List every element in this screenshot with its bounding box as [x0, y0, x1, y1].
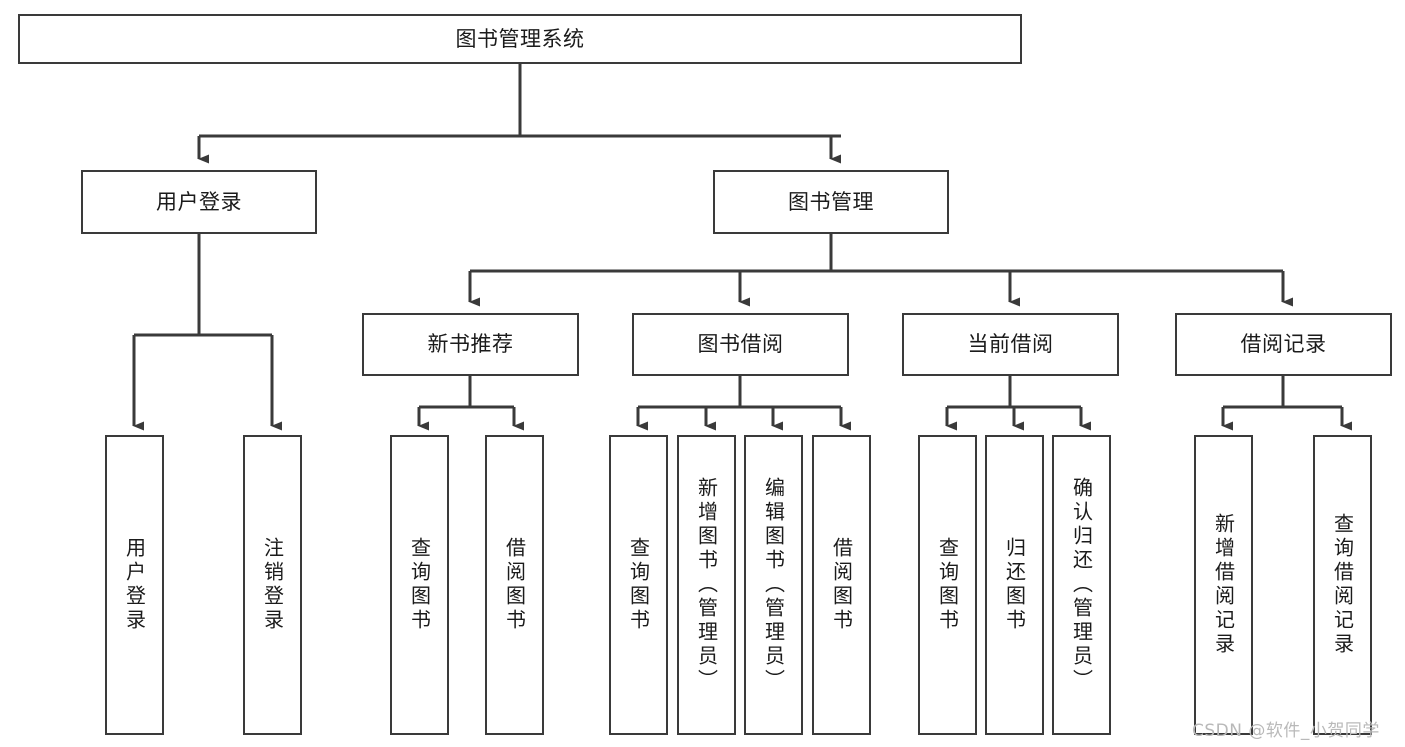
node-leaf-user-login[interactable]: 用户登录	[105, 435, 164, 735]
node-leaf-query-book-1-label: 查询图书	[407, 537, 432, 633]
node-leaf-return-book[interactable]: 归还图书	[985, 435, 1044, 735]
node-current-borrow[interactable]: 当前借阅	[902, 313, 1119, 376]
node-book-manage[interactable]: 图书管理	[713, 170, 949, 234]
node-leaf-borrow-book-2-label: 借阅图书	[829, 537, 854, 633]
node-leaf-borrow-book-2[interactable]: 借阅图书	[812, 435, 871, 735]
node-leaf-logout-label: 注销登录	[260, 537, 285, 633]
node-leaf-add-book[interactable]: 新增图书（管理员）	[677, 435, 736, 735]
node-leaf-confirm-return-label: 确认归还（管理员）	[1069, 477, 1094, 693]
csdn-watermark: CSDN @软件_小贺同学	[1192, 721, 1380, 741]
node-leaf-add-record-label: 新增借阅记录	[1211, 513, 1236, 657]
node-leaf-query-book-1[interactable]: 查询图书	[390, 435, 449, 735]
node-borrow-record[interactable]: 借阅记录	[1175, 313, 1392, 376]
node-leaf-query-book-3[interactable]: 查询图书	[918, 435, 977, 735]
node-leaf-confirm-return[interactable]: 确认归还（管理员）	[1052, 435, 1111, 735]
node-leaf-add-record[interactable]: 新增借阅记录	[1194, 435, 1253, 735]
node-leaf-edit-book-label: 编辑图书（管理员）	[761, 477, 786, 693]
node-new-book-recommend[interactable]: 新书推荐	[362, 313, 579, 376]
node-leaf-query-record[interactable]: 查询借阅记录	[1313, 435, 1372, 735]
node-book-manage-label: 图书管理	[788, 189, 874, 214]
node-leaf-borrow-book-1[interactable]: 借阅图书	[485, 435, 544, 735]
node-leaf-user-login-label: 用户登录	[122, 537, 147, 633]
node-user-login-label: 用户登录	[156, 189, 242, 214]
node-leaf-query-book-3-label: 查询图书	[935, 537, 960, 633]
node-leaf-borrow-book-1-label: 借阅图书	[502, 537, 527, 633]
node-root-label: 图书管理系统	[455, 26, 585, 51]
node-root[interactable]: 图书管理系统	[18, 14, 1022, 64]
node-leaf-edit-book[interactable]: 编辑图书（管理员）	[744, 435, 803, 735]
node-leaf-logout[interactable]: 注销登录	[243, 435, 302, 735]
node-leaf-query-book-2[interactable]: 查询图书	[609, 435, 668, 735]
node-leaf-query-record-label: 查询借阅记录	[1330, 513, 1355, 657]
node-leaf-query-book-2-label: 查询图书	[626, 537, 651, 633]
node-book-borrow[interactable]: 图书借阅	[632, 313, 849, 376]
node-book-borrow-label: 图书借阅	[697, 332, 784, 357]
node-borrow-record-label: 借阅记录	[1240, 332, 1327, 357]
node-leaf-return-book-label: 归还图书	[1002, 537, 1027, 633]
node-leaf-add-book-label: 新增图书（管理员）	[694, 477, 719, 693]
node-current-borrow-label: 当前借阅	[967, 332, 1054, 357]
node-user-login[interactable]: 用户登录	[81, 170, 317, 234]
node-new-book-recommend-label: 新书推荐	[427, 332, 514, 357]
